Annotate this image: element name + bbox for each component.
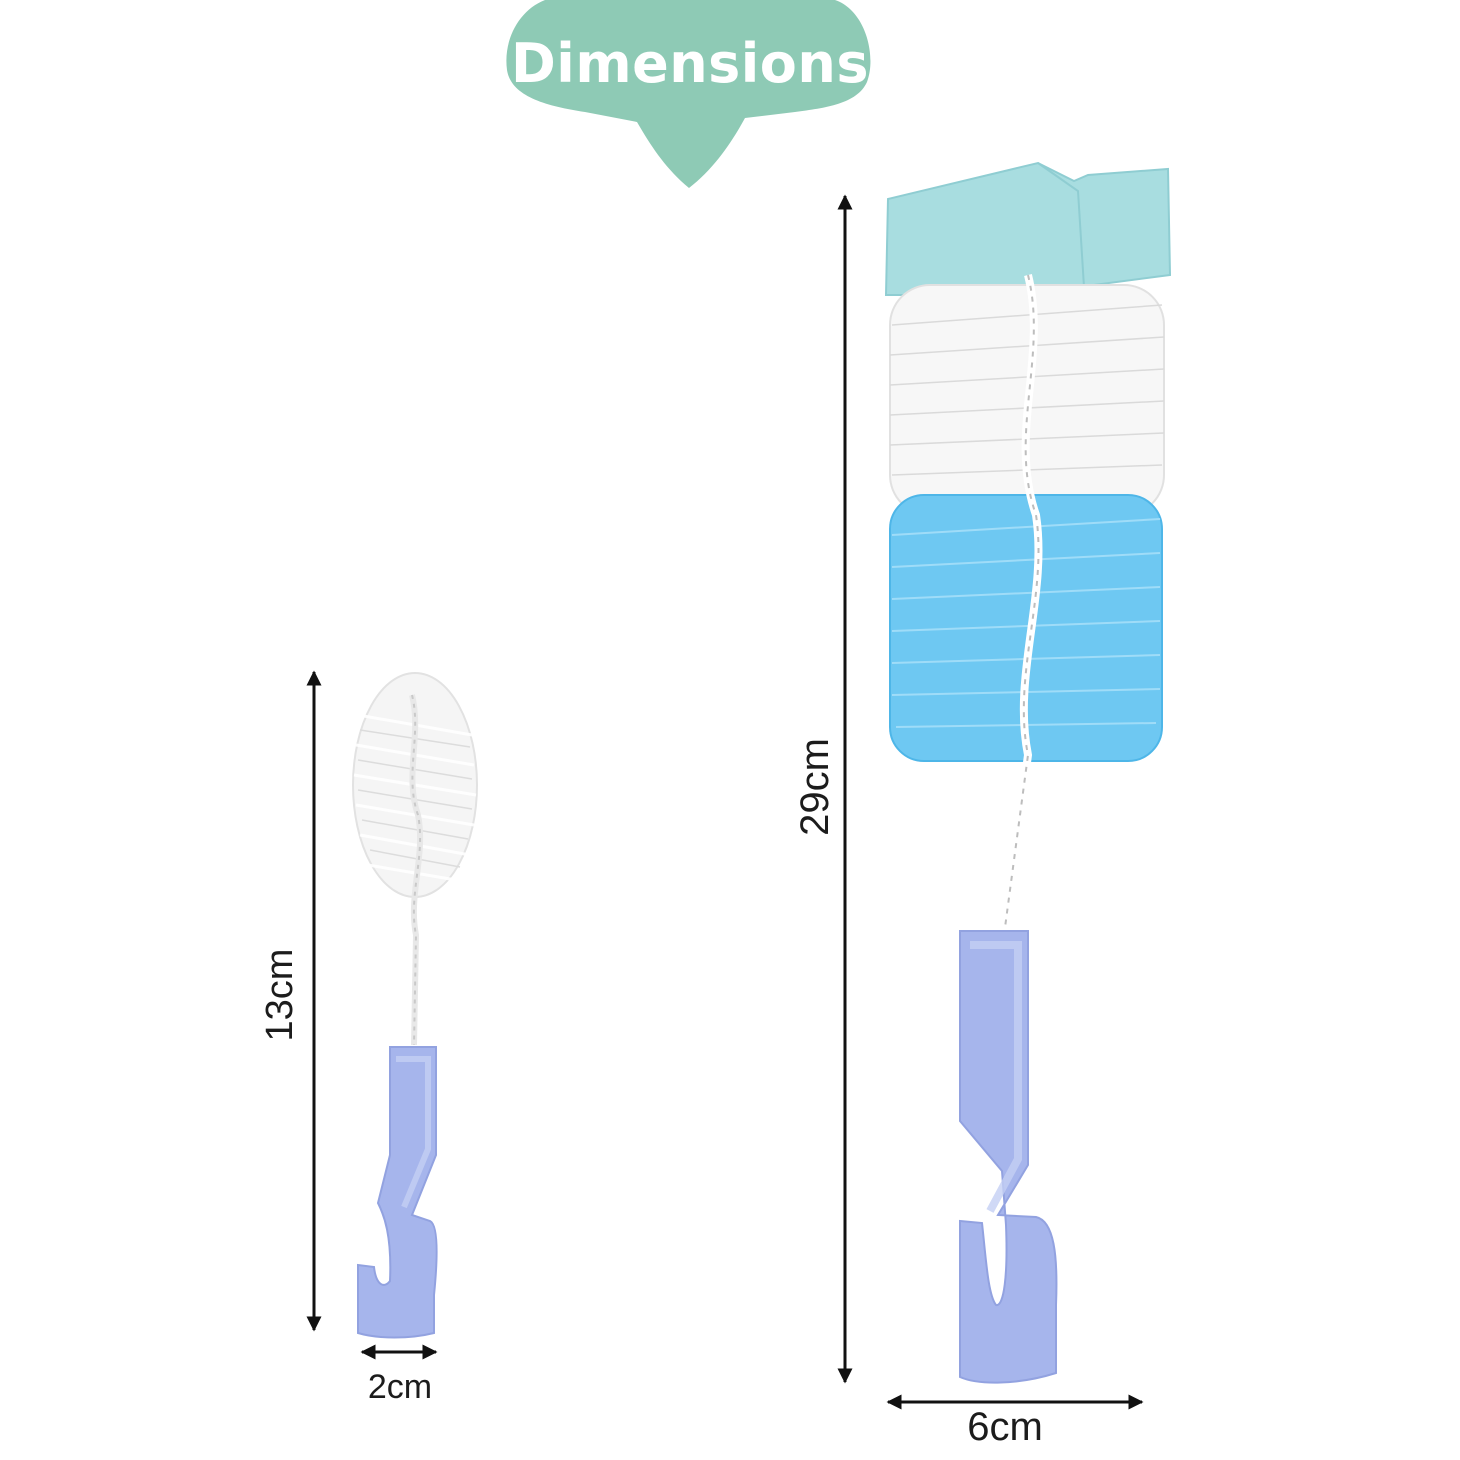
- badge-title: Dimensions: [510, 31, 869, 95]
- large-height-label: 29cm: [793, 738, 837, 836]
- large-bottle-brush: [884, 161, 1172, 1384]
- large-brush-wire: [1000, 274, 1043, 936]
- small-width-label: 2cm: [367, 1368, 433, 1406]
- dimensions-badge: [506, 0, 871, 188]
- large-brush-handle: [959, 930, 1058, 1384]
- small-bottle-brush: [352, 672, 478, 1339]
- badge-shape: [506, 0, 871, 188]
- small-brush-handle: [357, 1046, 438, 1339]
- small-height-label: 13cm: [259, 948, 301, 1042]
- large-width-label: 6cm: [967, 1405, 1043, 1449]
